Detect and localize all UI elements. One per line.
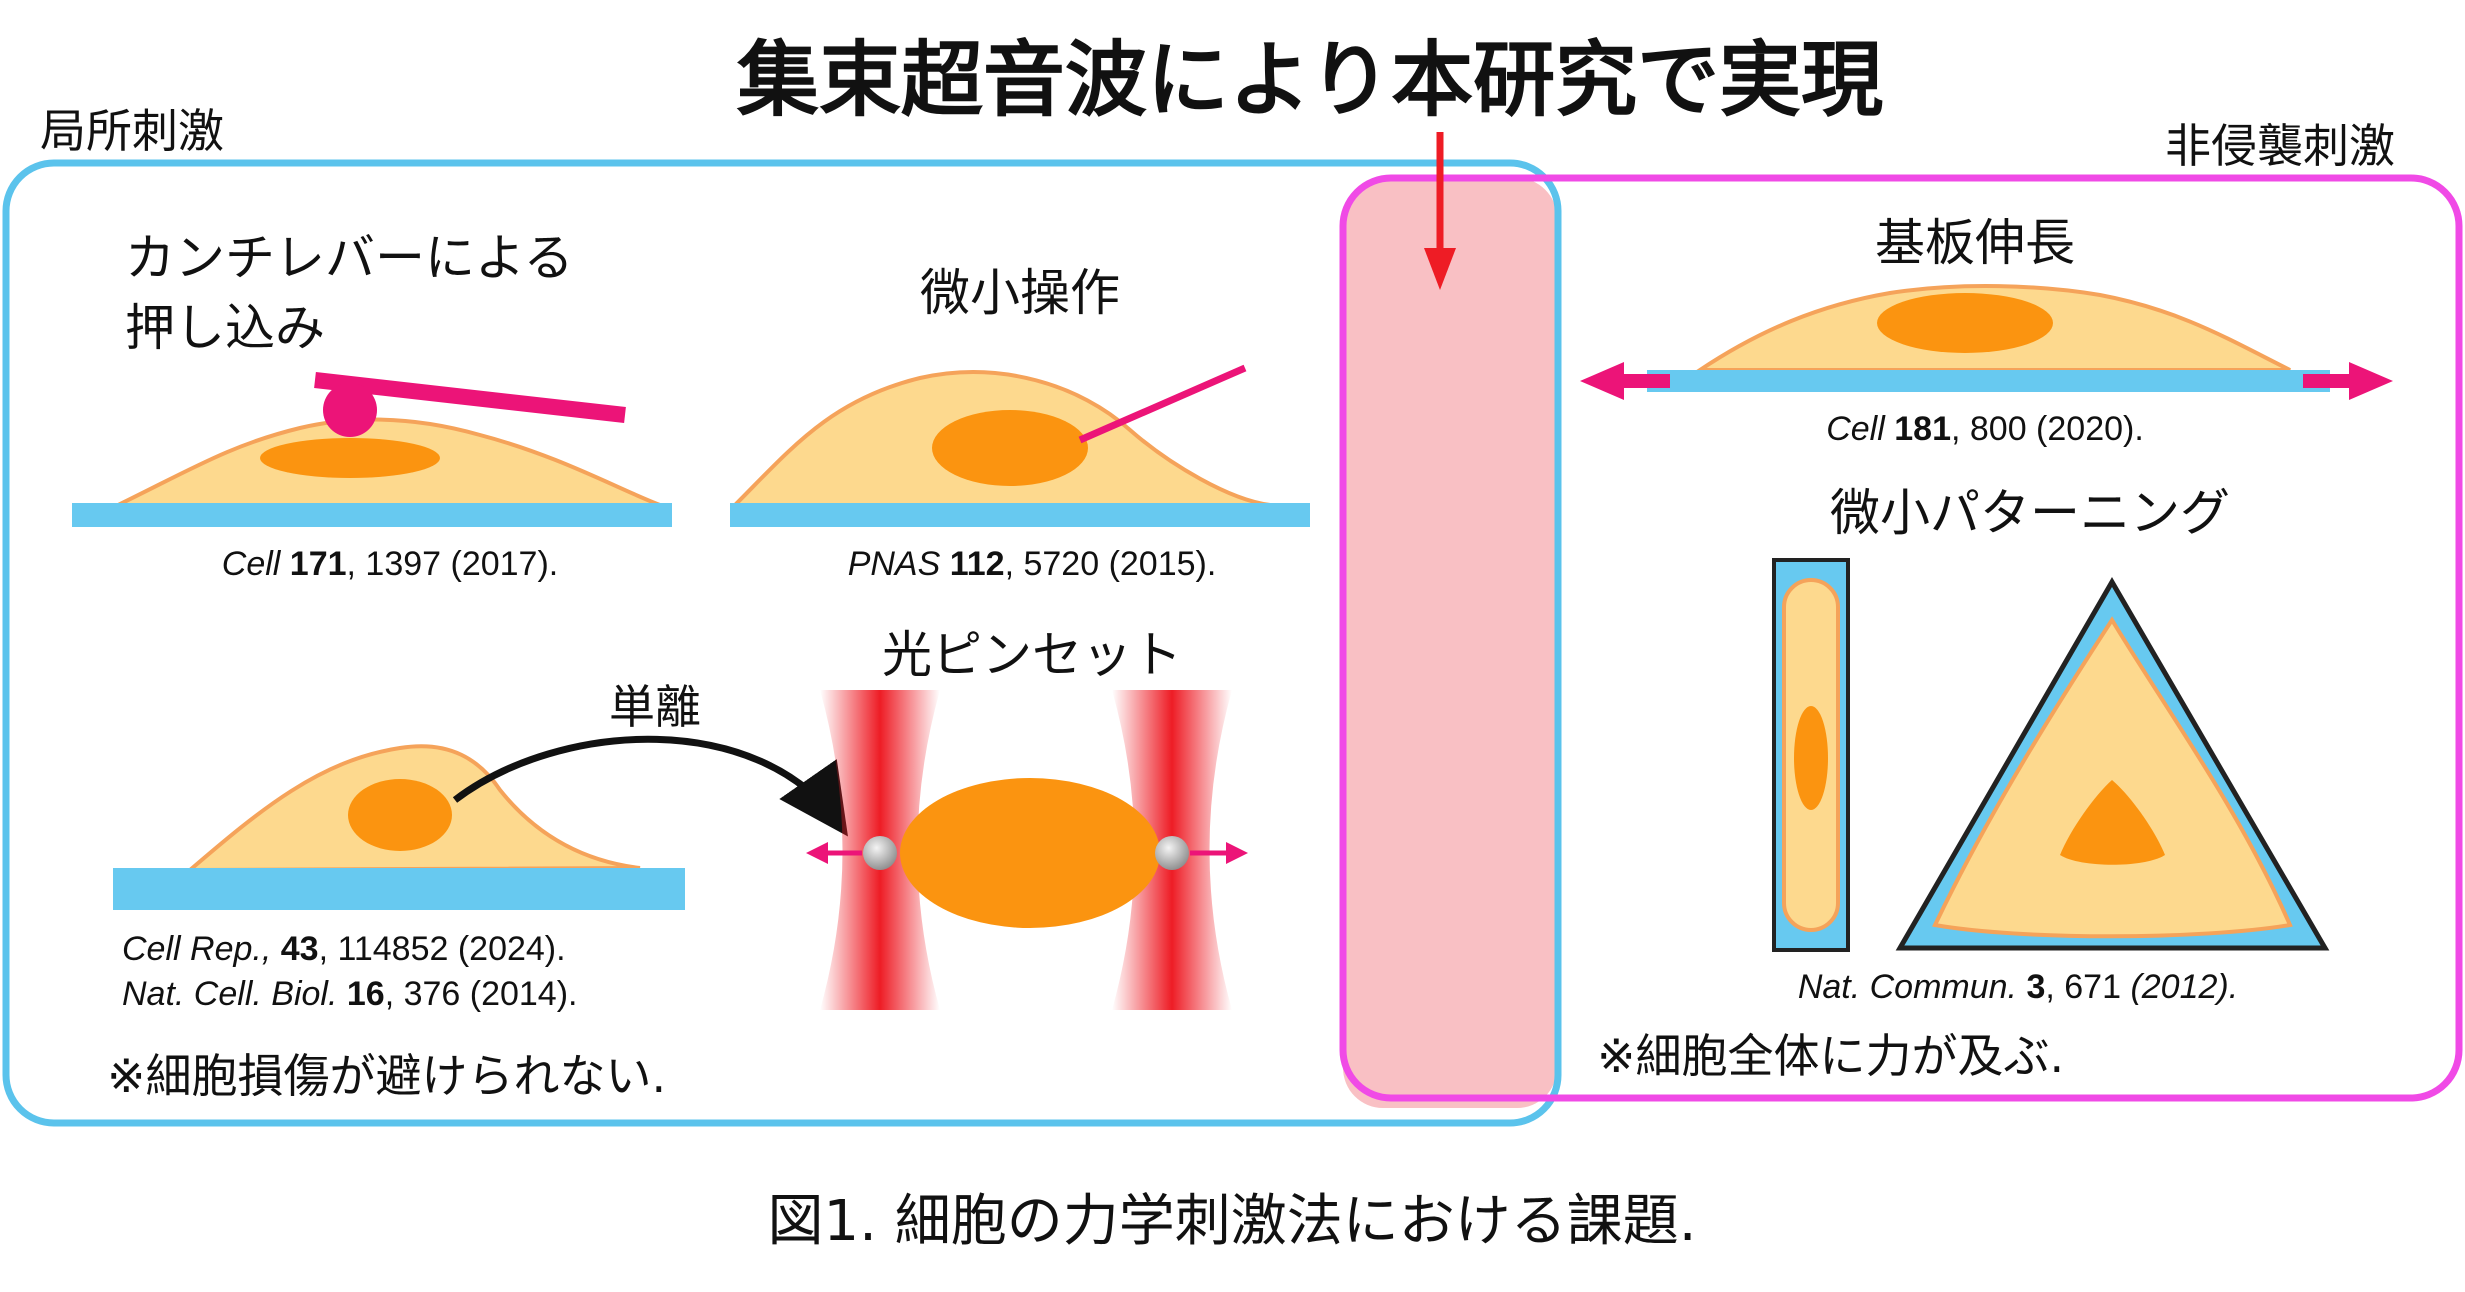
micromanipulation-label: 微小操作 [920, 264, 1120, 322]
micromanipulation-panel: 微小操作 PNAS 112, 5720 (2015). [730, 264, 1310, 583]
cantilever-label-line2: 押し込み [125, 299, 325, 357]
isolation-label: 単離 [609, 680, 701, 734]
trapped-cell [900, 778, 1160, 928]
substrate [72, 503, 672, 527]
cantilever-panel: カンチレバーによる 押し込み Cell 171, 1397 (2017). [72, 229, 672, 583]
cell-nucleus [932, 410, 1088, 486]
micropatterning-panel: 微小パターニング Nat. Commun. 3, 671 (2012). [1772, 484, 2330, 1006]
isolation-reference-1: Cell Rep., 43, 114852 (2024). [122, 930, 566, 968]
figure-caption: 図1. 細胞の力学刺激法における課題. [767, 1189, 1696, 1254]
isolation-panel: 単離 Cell Rep., 43, 114852 (2024). Nat. Ce… [113, 680, 849, 1013]
micropipette [1078, 364, 1247, 444]
stretch-arrowhead-right [2349, 362, 2393, 400]
micropatterning-label: 微小パターニング [1830, 484, 2230, 542]
substrate-stretch-reference: Cell 181, 800 (2020). [1826, 410, 2144, 448]
local-stimulation-label: 局所刺激 [40, 104, 224, 158]
cell-nucleus [1877, 293, 2053, 353]
substrate [1647, 370, 2330, 392]
strip-cell-nucleus [1794, 706, 1828, 810]
substrate [113, 868, 685, 910]
substrate-stretch-panel: 基板伸長 Cell 181, 800 (2020). [1580, 214, 2393, 448]
stretch-arrowhead-left [1580, 362, 1624, 400]
cantilever-beam [314, 372, 626, 423]
trap-bead-left [863, 836, 897, 870]
substrate-stretch-label: 基板伸長 [1875, 214, 2075, 272]
noninvasive-stimulation-label: 非侵襲刺激 [2165, 119, 2395, 173]
stretch-arrow-right-shaft [2303, 374, 2363, 388]
noninvasive-stimulation-box [1339, 174, 2463, 1102]
headline: 集束超音波により本研究で実現 [736, 33, 1883, 128]
pull-arrowhead-left [806, 842, 828, 864]
isolation-arrow [452, 735, 849, 837]
optical-tweezers-panel: 光ピンセット [806, 626, 1248, 1010]
isolation-reference-2: Nat. Cell. Biol. 16, 376 (2014). [122, 975, 577, 1013]
substrate [730, 503, 1310, 527]
headline-arrow-head [1424, 248, 1456, 290]
stretch-arrow-left-shaft [1610, 374, 1670, 388]
cantilever-tip-bead [323, 383, 377, 437]
local-stimulation-box [2, 159, 1562, 1127]
cantilever-reference: Cell 171, 1397 (2017). [222, 545, 558, 583]
cell-nucleus [348, 779, 452, 851]
trap-bead-right [1155, 836, 1189, 870]
local-stimulation-note: ※細胞損傷が避けられない. [107, 1049, 666, 1103]
micromanipulation-reference: PNAS 112, 5720 (2015). [848, 545, 1217, 583]
cantilever-label-line1: カンチレバーによる [125, 229, 574, 287]
focused-ultrasound-region [1343, 178, 1557, 1108]
triangle-cell [1932, 616, 2293, 939]
triangle-cell-nucleus [2060, 780, 2165, 865]
pull-arrowhead-right [1226, 842, 1248, 864]
noninvasive-stimulation-note: ※細胞全体に力が及ぶ. [1597, 1029, 2064, 1083]
micropatterning-reference: Nat. Commun. 3, 671 (2012). [1798, 968, 2238, 1006]
cell-nucleus [260, 438, 440, 478]
optical-tweezers-label: 光ピンセット [882, 626, 1182, 684]
